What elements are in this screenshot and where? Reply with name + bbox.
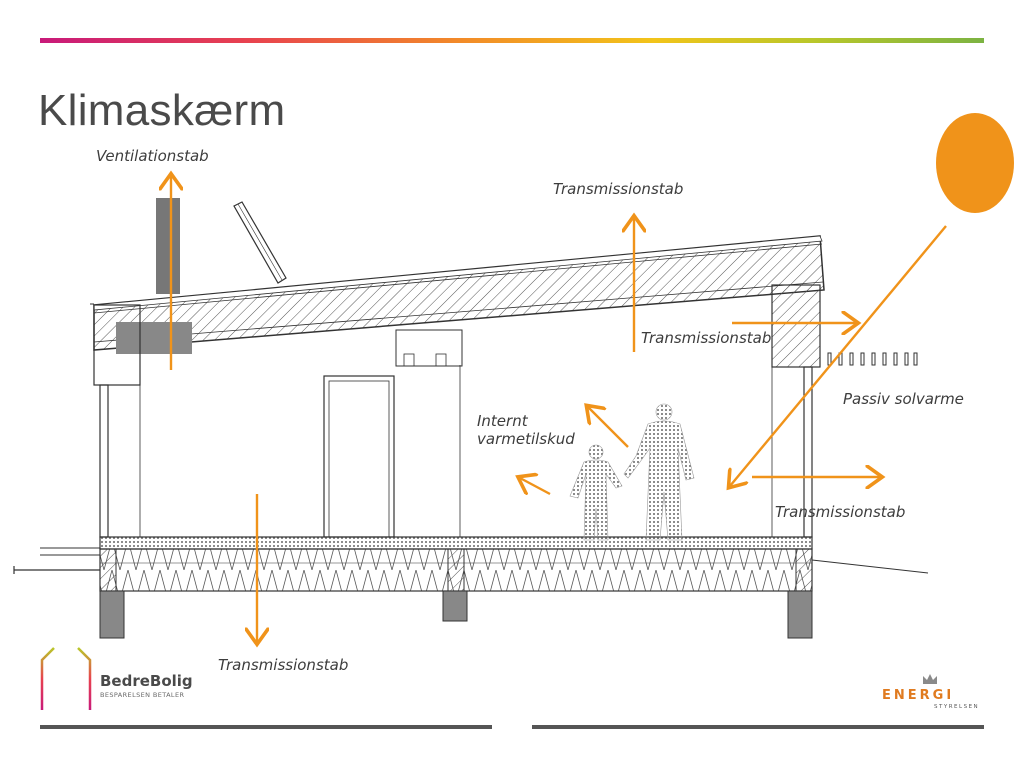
energistyrelsen-logo: ENERGI STYRELSEN <box>878 670 988 714</box>
label-transmission-floor: Transmissionstab <box>218 656 349 674</box>
vent-stack <box>156 198 180 294</box>
bottom-rule-left <box>40 725 492 729</box>
heat-arrows <box>171 176 947 642</box>
label-internal-gain: Internt varmetilskud <box>477 412 575 448</box>
floor-slab <box>99 536 813 592</box>
crown-icon <box>923 674 937 684</box>
label-ventilation: Ventilationstab <box>96 147 209 165</box>
roof <box>90 235 825 351</box>
label-transmission-inner: Transmissionstab <box>641 329 772 347</box>
person-child <box>569 444 623 541</box>
skylight-panel <box>233 201 287 284</box>
interior-partition <box>395 329 463 537</box>
foundations <box>99 590 813 639</box>
label-transmission-wall: Transmissionstab <box>775 503 906 521</box>
label-transmission-roof: Transmissionstab <box>553 180 684 198</box>
ground-line <box>13 566 100 574</box>
label-passive-solar: Passiv solvarme <box>843 390 964 408</box>
energistyrelsen-sub: STYRELSEN <box>934 704 980 710</box>
sun <box>936 113 1014 213</box>
slide-title: Klimaskærm <box>38 86 286 135</box>
energistyrelsen-name: ENERGI <box>882 688 955 703</box>
bottom-rule-right <box>532 725 984 729</box>
door <box>323 375 395 538</box>
ceiling-vent-box <box>116 322 192 354</box>
bedrebolig-tagline: BESPARELSEN BETALER <box>100 691 185 699</box>
house-outline-icon <box>40 647 92 710</box>
arrow-solar <box>730 225 947 486</box>
top-gradient-rule <box>40 38 984 43</box>
bedrebolig-logo: BedreBolig BESPARELSEN BETALER <box>38 646 208 710</box>
arrow-internal-left <box>520 478 551 494</box>
right-wall <box>771 284 929 574</box>
bedrebolig-brand: BedreBolig <box>100 672 193 690</box>
arrow-internal-up <box>588 407 629 448</box>
person-adult <box>623 403 695 541</box>
exterior-louvres <box>827 352 918 366</box>
left-wall <box>40 304 141 556</box>
